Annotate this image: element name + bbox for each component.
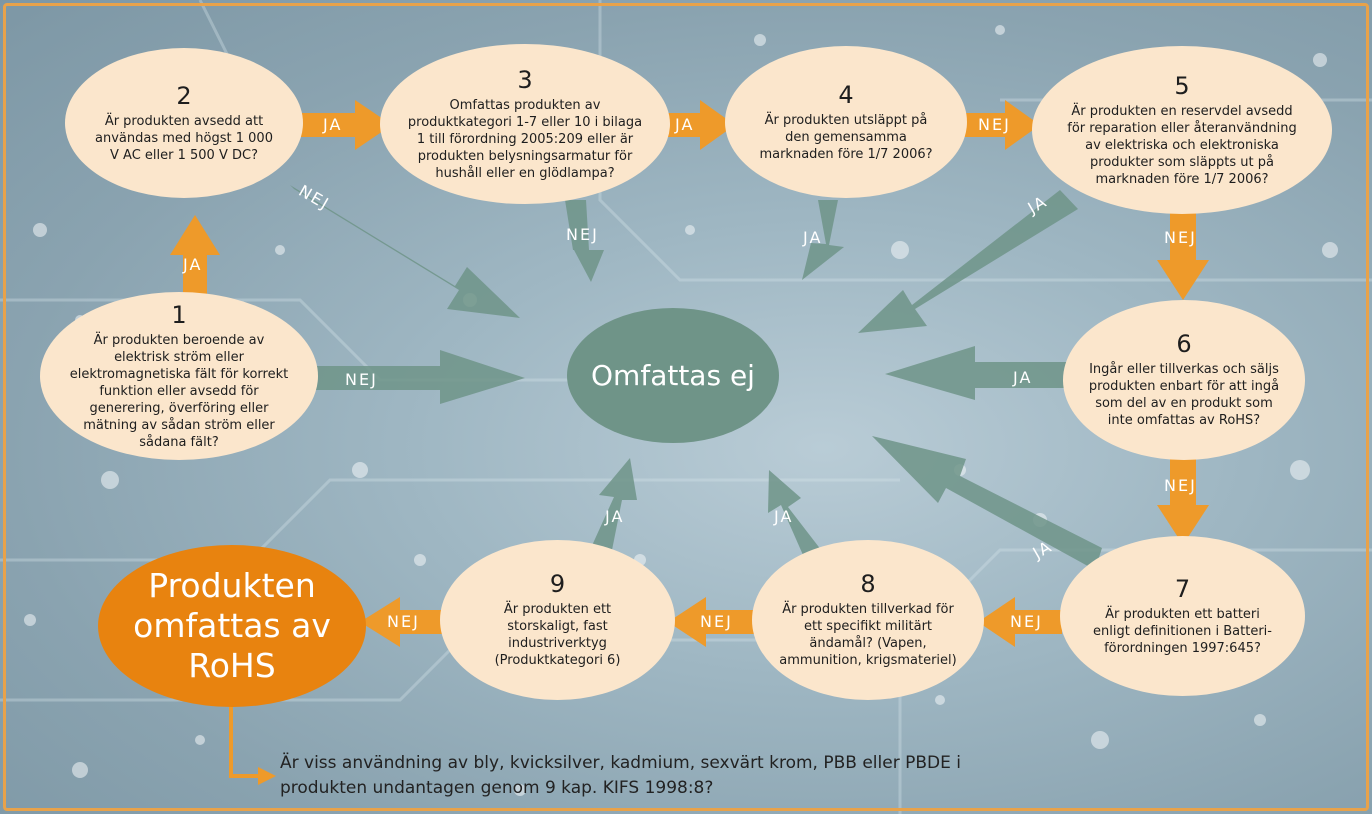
footer-question: Är viss användning av bly, kvicksilver, … [280, 753, 961, 798]
node-question: Omfattas produkten av produktkategori 1-… [407, 97, 643, 181]
node-number: 9 [549, 570, 566, 598]
included-result-node: Produkten omfattas av RoHS [98, 545, 366, 707]
label-ja-2-to-3: JA [323, 115, 343, 134]
node-question: Är produkten utsläppt på den gemensamma … [759, 112, 933, 162]
question-node-3: 3 Omfattas produkten av produktkategori … [380, 44, 670, 204]
arrow-9-to-result [360, 597, 442, 647]
arrow-3-to-4 [655, 100, 735, 150]
node-question: Är produkten ett batteri enligt definiti… [1093, 606, 1272, 656]
node-number: 8 [860, 570, 876, 598]
arrow-1-to-center [312, 350, 525, 404]
label-ja-1-to-2: JA [183, 255, 203, 274]
arrow-7-to-center [872, 436, 1102, 570]
label-nej-9-to-result: NEJ [387, 612, 420, 631]
label-ja-9-to-center: JA [605, 507, 625, 526]
label-nej-8-to-9: NEJ [700, 612, 733, 631]
node-number: 3 [517, 65, 533, 94]
arrow-5-to-center [858, 190, 1078, 333]
excluded-outcome-node: Omfattas ej [567, 308, 779, 443]
arrow-2-to-3 [296, 100, 392, 150]
arrow-5-to-6 [1157, 208, 1209, 300]
node-number: 7 [1174, 574, 1191, 603]
label-ja-6-to-center: JA [1013, 368, 1033, 387]
node-question: Är produkten beroende av elektrisk ström… [69, 332, 289, 450]
question-node-5: 5 Är produkten en reservdel avsedd för r… [1032, 46, 1332, 214]
node-number: 6 [1176, 330, 1192, 358]
arrow-6-to-center [885, 346, 1072, 400]
label-nej-7-to-8: NEJ [1010, 612, 1043, 631]
node-number: 1 [171, 300, 187, 329]
arrow-result-to-footer-head [258, 767, 276, 785]
label-nej-6-to-7: NEJ [1164, 476, 1197, 495]
arrow-9-to-center [590, 458, 637, 550]
arrow-8-to-center [768, 470, 825, 555]
question-node-6: 6 Ingår eller tillverkas och säljs produ… [1063, 300, 1305, 460]
arrow-result-to-footer [229, 703, 262, 778]
node-question: Är produkten ett storskaligt, fast indus… [494, 602, 621, 668]
question-node-1: 1 Är produkten beroende av elektrisk str… [40, 292, 318, 460]
question-node-9: 9 Är produkten ett storskaligt, fast ind… [440, 540, 675, 700]
label-nej-4-to-5: NEJ [978, 115, 1011, 134]
arrow-4-to-center [802, 200, 844, 280]
label-nej-5-to-6: NEJ [1164, 228, 1197, 247]
arrow-8-to-9 [668, 597, 760, 647]
arrow-6-to-7 [1157, 456, 1209, 545]
node-number: 5 [1174, 71, 1190, 100]
node-question: Är produkten avsedd att användas med hög… [95, 113, 273, 163]
label-ja-3-to-4: JA [675, 115, 695, 134]
label-ja-8-to-center: JA [774, 507, 794, 526]
node-question: Är produkten en reservdel avsedd för rep… [1067, 103, 1297, 187]
arrow-7-to-8 [978, 597, 1062, 647]
question-node-7: 7 Är produkten ett batteri enligt defini… [1060, 536, 1305, 696]
node-question: Är produkten tillverkad för ett specifik… [779, 602, 957, 668]
arrow-4-to-5 [962, 100, 1040, 150]
question-node-8: 8 Är produkten tillverkad för ett specif… [752, 540, 984, 700]
node-number: 4 [838, 80, 854, 109]
question-node-2: 2 Är produkten avsedd att användas med h… [65, 48, 303, 198]
label-nej-1-to-center: NEJ [345, 370, 378, 389]
question-node-4: 4 Är produkten utsläppt på den gemensamm… [725, 46, 967, 198]
node-number: 2 [176, 81, 192, 110]
label-ja-4-to-center: JA [803, 228, 823, 247]
arrow-1-to-2 [170, 215, 220, 300]
label-nej-3-to-center: NEJ [566, 225, 599, 244]
arrow-2-to-center [290, 185, 520, 318]
node-question: Ingår eller tillverkas och säljs produkt… [1088, 362, 1280, 428]
arrow-3-to-center [565, 200, 604, 282]
